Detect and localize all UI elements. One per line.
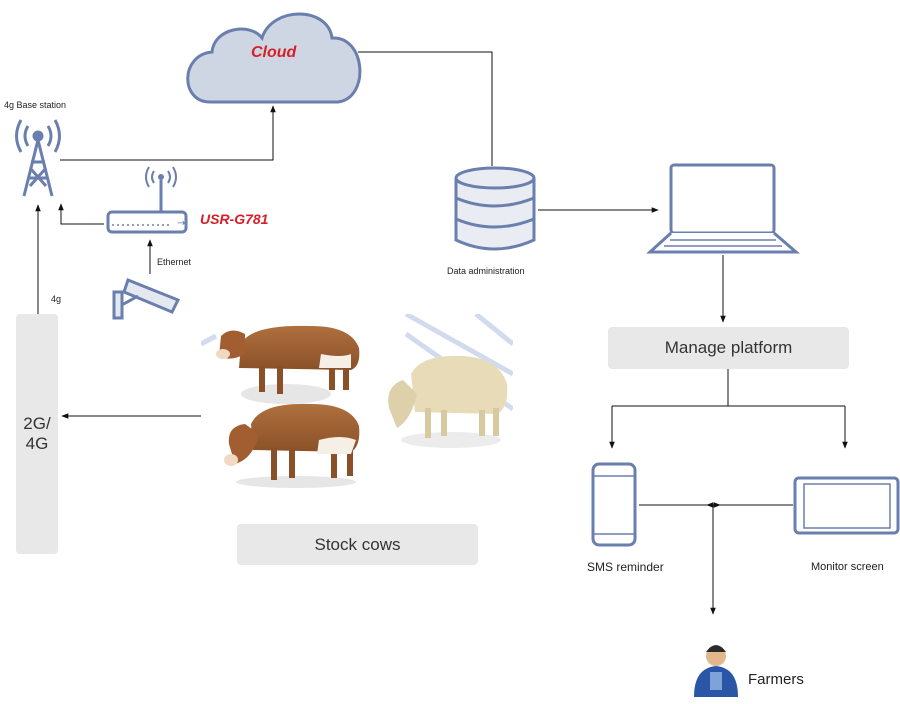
base-station-icon	[15, 119, 61, 197]
manage-platform-box: Manage platform	[608, 327, 849, 369]
farmer-icon	[694, 645, 738, 697]
camera-icon	[112, 278, 181, 320]
stock-cows-box: Stock cows	[237, 524, 478, 565]
cow-1	[216, 325, 360, 404]
stock-cows-photo	[201, 314, 513, 488]
phone-icon	[591, 462, 637, 547]
cow-2	[224, 403, 360, 488]
base-station-label: 4g Base station	[4, 100, 67, 110]
ethernet-label: Ethernet	[157, 257, 192, 267]
sms-reminder-label: SMS reminder	[587, 560, 664, 574]
module-label-line2: 4G	[25, 434, 49, 453]
link-4g-label: 4g	[51, 294, 62, 304]
cloud-label: Cloud	[251, 44, 297, 61]
router-icon: →	[106, 166, 188, 234]
database-icon	[454, 166, 536, 251]
stock-cows-label: Stock cows	[314, 534, 401, 554]
farmers-label: Farmers	[748, 671, 804, 688]
laptop-icon	[646, 163, 801, 254]
module-2g-4g: 2G/ 4G	[16, 314, 58, 554]
database-label: Data administration	[447, 266, 525, 276]
cloud-icon	[186, 12, 362, 104]
manage-platform-label: Manage platform	[664, 338, 793, 357]
module-label-line1: 2G/	[23, 414, 51, 433]
router-label: USR-G781	[200, 211, 269, 227]
goat	[388, 355, 508, 448]
svg-text:→: →	[177, 218, 185, 229]
monitor-screen-label: Monitor screen	[811, 561, 884, 573]
connectors	[35, 51, 848, 615]
monitor-screen-icon	[793, 476, 900, 535]
